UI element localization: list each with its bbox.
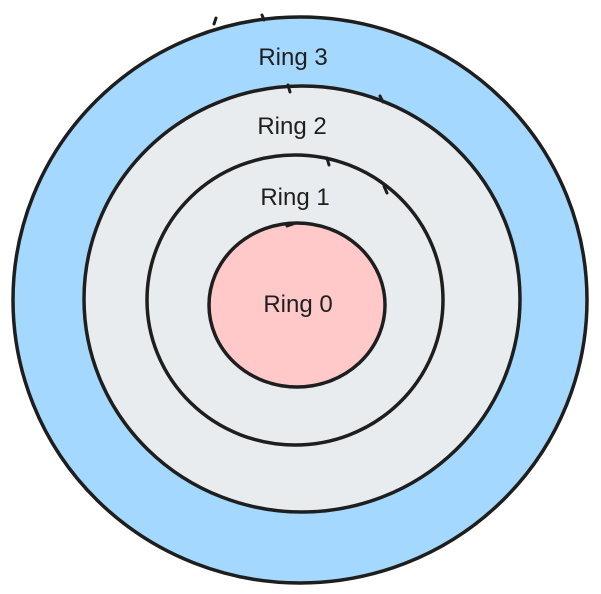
ring-3-sketch-tick [212, 13, 266, 26]
ring-3-label: Ring 3 [258, 44, 327, 71]
ring-0 [207, 221, 387, 389]
ring-2-label: Ring 2 [257, 113, 326, 140]
ring-1-label: Ring 1 [260, 184, 329, 211]
ring-2-sketch-tick [286, 83, 385, 104]
ring-0-sketch-tick [285, 222, 295, 228]
ring-0-label: Ring 0 [263, 291, 332, 318]
ring-0-shape [207, 221, 387, 389]
ring-1-sketch-tick [325, 156, 389, 195]
